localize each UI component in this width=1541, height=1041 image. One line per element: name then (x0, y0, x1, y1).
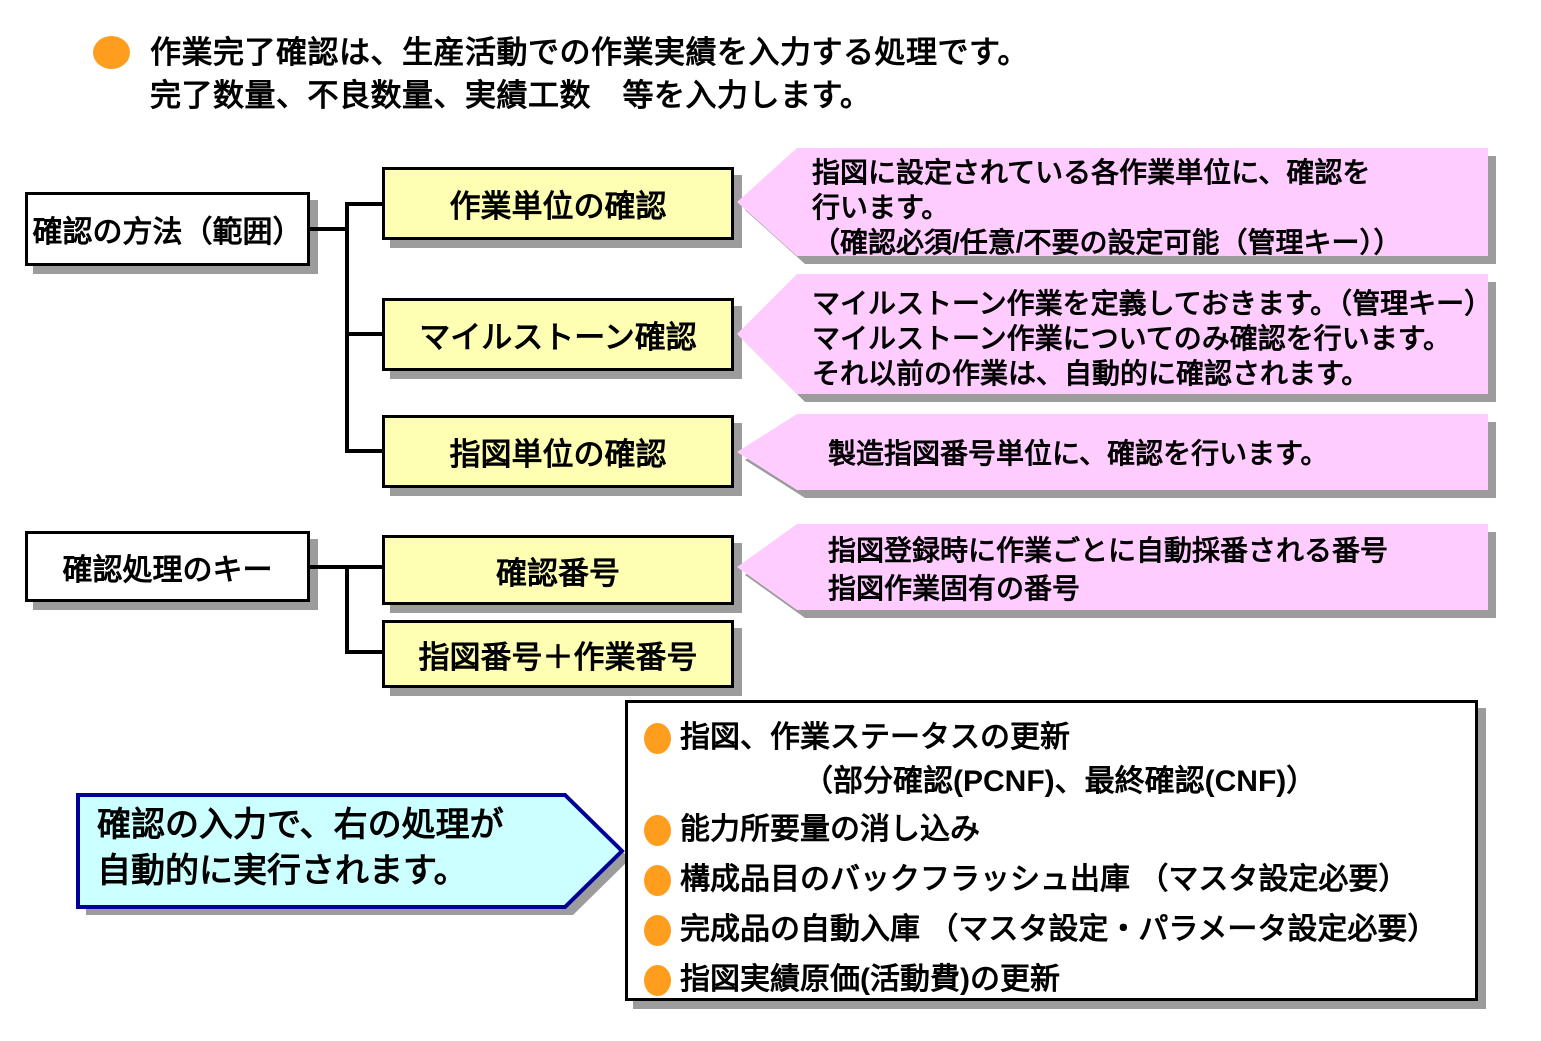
auto-process-item: 能力所要量の消し込み (680, 813, 980, 846)
connector-g1-branch1 (345, 202, 382, 206)
callout-line: 指図登録時に作業ごとに自動採番される番号 (828, 535, 1389, 566)
callout-line: それ以前の作業は、自動的に確認されます。 (812, 358, 1370, 389)
list-bullet-icon (644, 815, 671, 846)
milestone-confirm-label: マイルストーン確認 (419, 320, 697, 355)
order-unit-confirm-box: 指図単位の確認 (382, 415, 734, 488)
callout-line: （確認必須/任意/不要の設定可能（管理キー）） (812, 227, 1402, 258)
heading-line2: 完了数量、不良数量、実績工数 等を入力します。 (150, 78, 872, 113)
connector-g1-stem (310, 227, 349, 231)
work-unit-confirm-box: 作業単位の確認 (382, 167, 734, 240)
connector-g2-trunk (345, 567, 349, 654)
auto-process-item: 指図実績原価(活動費)の更新 (680, 963, 1060, 996)
heading-bullet-icon (93, 36, 130, 69)
order-plus-operation-number-box: 指図番号＋作業番号 (382, 620, 734, 688)
milestone-confirm-box: マイルストーン確認 (382, 298, 734, 371)
note-line2: 自動的に実行されます。 (97, 852, 468, 890)
order-plus-operation-number-label: 指図番号＋作業番号 (418, 639, 698, 675)
connector-g1-branch3 (345, 449, 382, 453)
list-bullet-icon (644, 723, 671, 754)
milestone-callout-shape (737, 274, 1496, 402)
connector-g2-branch2 (345, 650, 382, 654)
milestone-callout-text: マイルストーン作業を定義しておきます。（管理キー） マイルストーン作業についての… (812, 286, 1492, 391)
group2-label-box: 確認処理のキー (25, 531, 310, 602)
order-unit-callout-shape (737, 414, 1496, 498)
auto-process-list-box: 指図、作業ステータスの更新 （部分確認(PCNF)、最終確認(CNF)） 能力所… (625, 700, 1478, 1001)
auto-process-item: 完成品の自動入庫 （マスタ設定・パラメータ設定必要） (680, 913, 1438, 946)
note-line1: 確認の入力で、右の処理が (97, 806, 504, 844)
order-unit-callout-text: 製造指図番号単位に、確認を行います。 (828, 436, 1328, 471)
order-unit-confirm-label: 指図単位の確認 (449, 437, 667, 472)
auto-process-note-shape (76, 793, 630, 915)
auto-process-item: 指図、作業ステータスの更新 (680, 721, 1070, 754)
confirm-number-callout-shape (737, 524, 1496, 618)
list-bullet-icon (644, 865, 671, 896)
heading-line1: 作業完了確認は、生産活動での作業実績を入力する処理です。 (150, 35, 1029, 70)
confirm-number-box: 確認番号 (382, 535, 734, 605)
callout-line: 指図に設定されている各作業単位に、確認を (812, 157, 1371, 188)
auto-process-item-sub: （部分確認(PCNF)、最終確認(CNF)） (803, 765, 1317, 798)
work-unit-confirm-label: 作業単位の確認 (449, 189, 667, 224)
group1-label-box: 確認の方法（範囲） (25, 192, 310, 266)
connector-g1-trunk (345, 202, 349, 453)
work-unit-callout-shape (737, 148, 1496, 264)
callout-line: マイルストーン作業を定義しておきます。（管理キー） (812, 288, 1493, 319)
group2-label: 確認処理のキー (62, 553, 273, 587)
callout-line: 指図作業固有の番号 (828, 573, 1081, 604)
connector-g1-branch2 (349, 332, 382, 336)
group1-label: 確認の方法（範囲） (32, 216, 303, 249)
callout-line: マイルストーン作業についてのみ確認を行います。 (812, 323, 1451, 354)
callout-line: 製造指図番号単位に、確認を行います。 (828, 438, 1329, 469)
confirm-number-label: 確認番号 (496, 555, 620, 591)
auto-process-item: 構成品目のバックフラッシュ出庫 （マスタ設定必要） (680, 863, 1409, 896)
list-bullet-icon (644, 965, 671, 996)
callout-line: 行います。 (812, 192, 950, 223)
auto-process-note-text: 確認の入力で、右の処理が 自動的に実行されます。 (97, 802, 504, 894)
confirm-number-callout-text: 指図登録時に作業ごとに自動採番される番号 指図作業固有の番号 (828, 532, 1388, 608)
list-bullet-icon (644, 915, 671, 946)
work-unit-callout-text: 指図に設定されている各作業単位に、確認を 行います。 （確認必須/任意/不要の設… (812, 155, 1402, 260)
